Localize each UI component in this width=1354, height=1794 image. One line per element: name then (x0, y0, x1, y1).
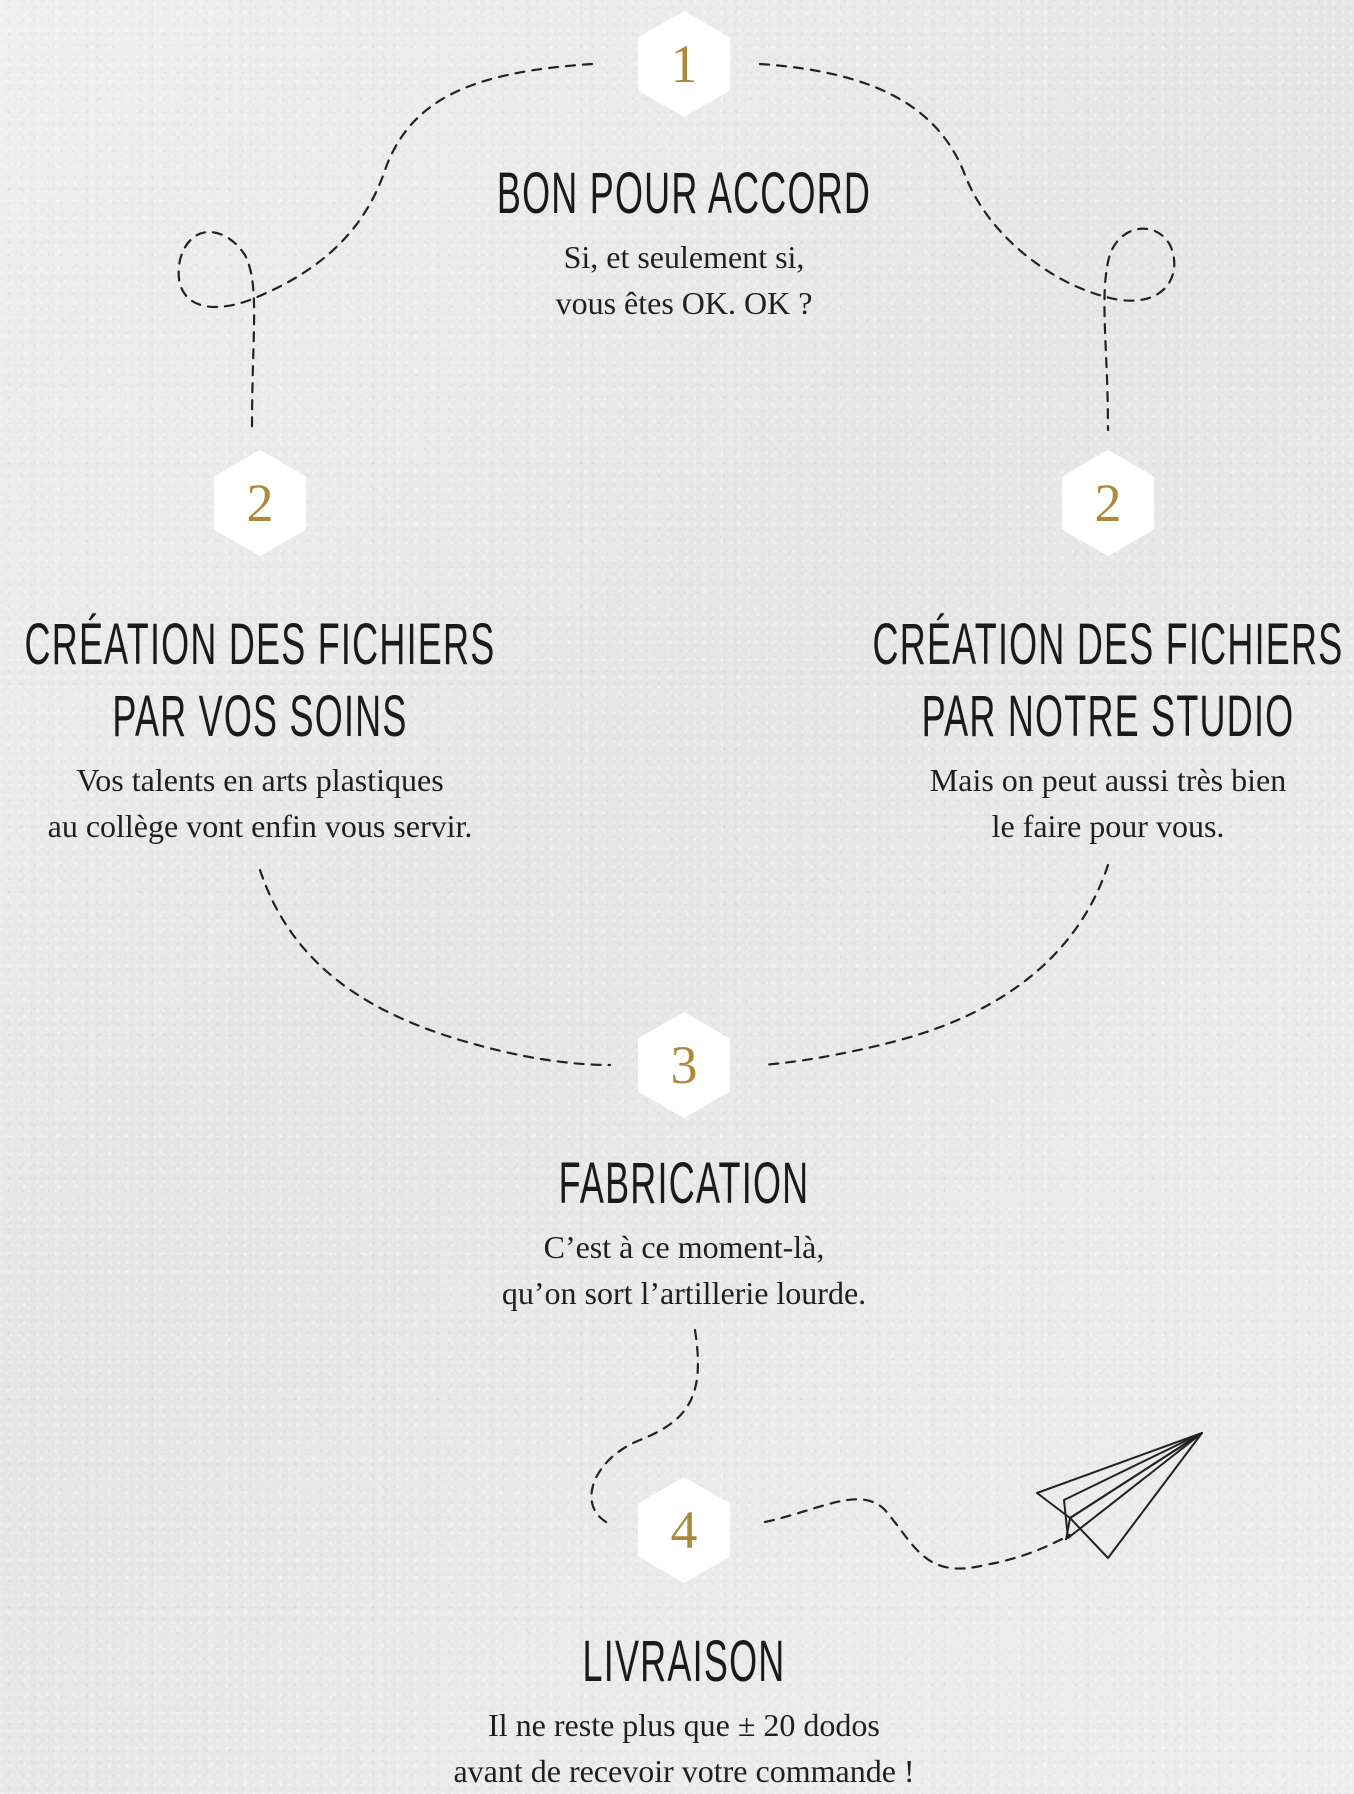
step-4-number: 4 (670, 1500, 698, 1560)
step-2b-title-line-2: PAR NOTRE STUDIO (921, 684, 1295, 749)
dashed-path-bottom-left (258, 868, 612, 1067)
step-3-number: 3 (670, 1035, 698, 1095)
step-1-title: BON POUR ACCORD (496, 161, 872, 226)
step-4-title: LIVRAISON (582, 1629, 786, 1694)
step-3-title: FABRICATION (558, 1151, 810, 1216)
step-2b-line-1: Mais on peut aussi très bien (929, 762, 1287, 798)
step-3-line-1: C’est à ce moment-là, (543, 1229, 825, 1265)
paper-plane-icon (1036, 1432, 1203, 1559)
step-3-line-2: qu’on sort l’artillerie lourde. (501, 1275, 867, 1311)
step-2b-number: 2 (1094, 473, 1122, 533)
step-2a-number: 2 (246, 473, 274, 533)
step-2b-title: CRÉATION DES FICHIERS PAR NOTRE STUDIO (873, 609, 1344, 753)
step-4-block: LIVRAISON Il ne reste plus que ± 20 dodo… (453, 1626, 914, 1794)
step-2b-title-line-1: CRÉATION DES FICHIERS (872, 612, 1344, 677)
step-3-description: C’est à ce moment-là, qu’on sort l’artil… (482, 1224, 886, 1316)
step-4-description: Il ne reste plus que ± 20 dodos avant de… (453, 1702, 914, 1794)
dashed-path-to-plane (763, 1498, 1072, 1570)
step-1-description: Si, et seulement si, vous êtes OK. OK ? (382, 234, 986, 326)
step-1-number: 1 (670, 34, 698, 94)
step-1-line-2: vous êtes OK. OK ? (555, 285, 813, 321)
step-2b-block: CRÉATION DES FICHIERS PAR NOTRE STUDIO M… (728, 609, 1354, 849)
step-2a-title: CRÉATION DES FICHIERS PAR VOS SOINS (25, 609, 496, 753)
step-2b-line-2: le faire pour vous. (991, 808, 1225, 844)
dashed-path-bottom-right (760, 863, 1110, 1067)
step-2a-block: CRÉATION DES FICHIERS PAR VOS SOINS Vos … (0, 609, 640, 849)
dashed-path-top-right (758, 62, 1176, 432)
step-2a-line-1: Vos talents en arts plastiques (76, 762, 444, 798)
step-2b-number-badge: 2 (1062, 450, 1154, 556)
step-3-block: FABRICATION C’est à ce moment-là, qu’on … (482, 1148, 886, 1316)
step-1-block: BON POUR ACCORD Si, et seulement si, vou… (382, 158, 986, 326)
step-2a-title-line-2: PAR VOS SOINS (112, 684, 408, 749)
step-2b-description: Mais on peut aussi très bien le faire po… (728, 757, 1354, 849)
step-4-line-2: avant de recevoir votre commande ! (453, 1753, 915, 1789)
step-2a-line-2: au collège vont enfin vous servir. (47, 808, 473, 844)
dashed-path-top-left (177, 62, 594, 432)
step-2a-title-line-1: CRÉATION DES FICHIERS (24, 612, 496, 677)
step-2a-description: Vos talents en arts plastiques au collèg… (0, 757, 640, 849)
dashed-path-middle (590, 1328, 699, 1527)
step-1-line-1: Si, et seulement si, (563, 239, 805, 275)
step-4-line-1: Il ne reste plus que ± 20 dodos (488, 1707, 880, 1743)
